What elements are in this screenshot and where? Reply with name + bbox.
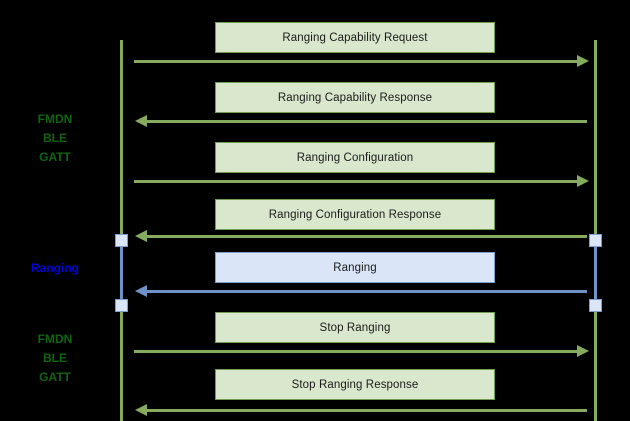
msg-ranging-configuration-response-arrow-line bbox=[147, 235, 587, 238]
activation-marker-right-start bbox=[588, 233, 602, 247]
msg-ranging-configuration-arrow-line bbox=[134, 180, 577, 183]
msg-ranging-capability-response-arrow-line bbox=[147, 120, 587, 123]
activation-bar-right bbox=[594, 240, 597, 305]
msg-ranging-configuration-response-arrow-head bbox=[135, 230, 147, 242]
msg-ranging-configuration-response-box: Ranging Configuration Response bbox=[215, 199, 495, 230]
msg-ranging-configuration-response-label: Ranging Configuration Response bbox=[268, 208, 442, 221]
msg-ranging-capability-response-arrow-head bbox=[135, 115, 147, 127]
msg-ranging-box: Ranging bbox=[215, 252, 495, 283]
activation-marker-right-end bbox=[588, 298, 602, 312]
msg-stop-ranging-arrow-line bbox=[134, 350, 577, 353]
phase-ranging: Ranging bbox=[31, 261, 79, 275]
left-lifeline bbox=[120, 40, 123, 421]
activation-marker-left-end bbox=[114, 298, 128, 312]
phase-gatt-top: FMDN BLE GATT bbox=[37, 112, 73, 164]
msg-ranging-arrow-head bbox=[135, 285, 147, 297]
msg-stop-ranging-response-arrow-head bbox=[135, 404, 147, 416]
msg-stop-ranging-response-label: Stop Ranging Response bbox=[291, 378, 419, 391]
msg-ranging-capability-request-arrow-head bbox=[577, 55, 589, 67]
msg-ranging-configuration-label: Ranging Configuration bbox=[296, 151, 414, 164]
msg-ranging-capability-request-arrow-line bbox=[134, 60, 577, 63]
activation-bar-left bbox=[120, 240, 123, 305]
msg-stop-ranging-label: Stop Ranging bbox=[319, 321, 391, 334]
msg-ranging-capability-request-label: Ranging Capability Request bbox=[282, 31, 428, 44]
right-lifeline bbox=[594, 40, 597, 421]
msg-stop-ranging-response-box: Stop Ranging Response bbox=[215, 369, 495, 400]
msg-ranging-label: Ranging bbox=[333, 261, 377, 274]
msg-ranging-capability-response-label: Ranging Capability Response bbox=[277, 91, 433, 104]
msg-stop-ranging-response-arrow-line bbox=[147, 409, 587, 412]
msg-ranging-configuration-box: Ranging Configuration bbox=[215, 142, 495, 173]
msg-stop-ranging-box: Stop Ranging bbox=[215, 312, 495, 343]
msg-ranging-capability-request-box: Ranging Capability Request bbox=[215, 22, 495, 53]
msg-ranging-arrow-line bbox=[147, 290, 587, 293]
msg-ranging-configuration-arrow-head bbox=[577, 175, 589, 187]
activation-marker-left-start bbox=[114, 233, 128, 247]
msg-ranging-capability-response-box: Ranging Capability Response bbox=[215, 82, 495, 113]
phase-gatt-bottom: FMDN BLE GATT bbox=[37, 332, 73, 384]
msg-stop-ranging-arrow-head bbox=[577, 345, 589, 357]
